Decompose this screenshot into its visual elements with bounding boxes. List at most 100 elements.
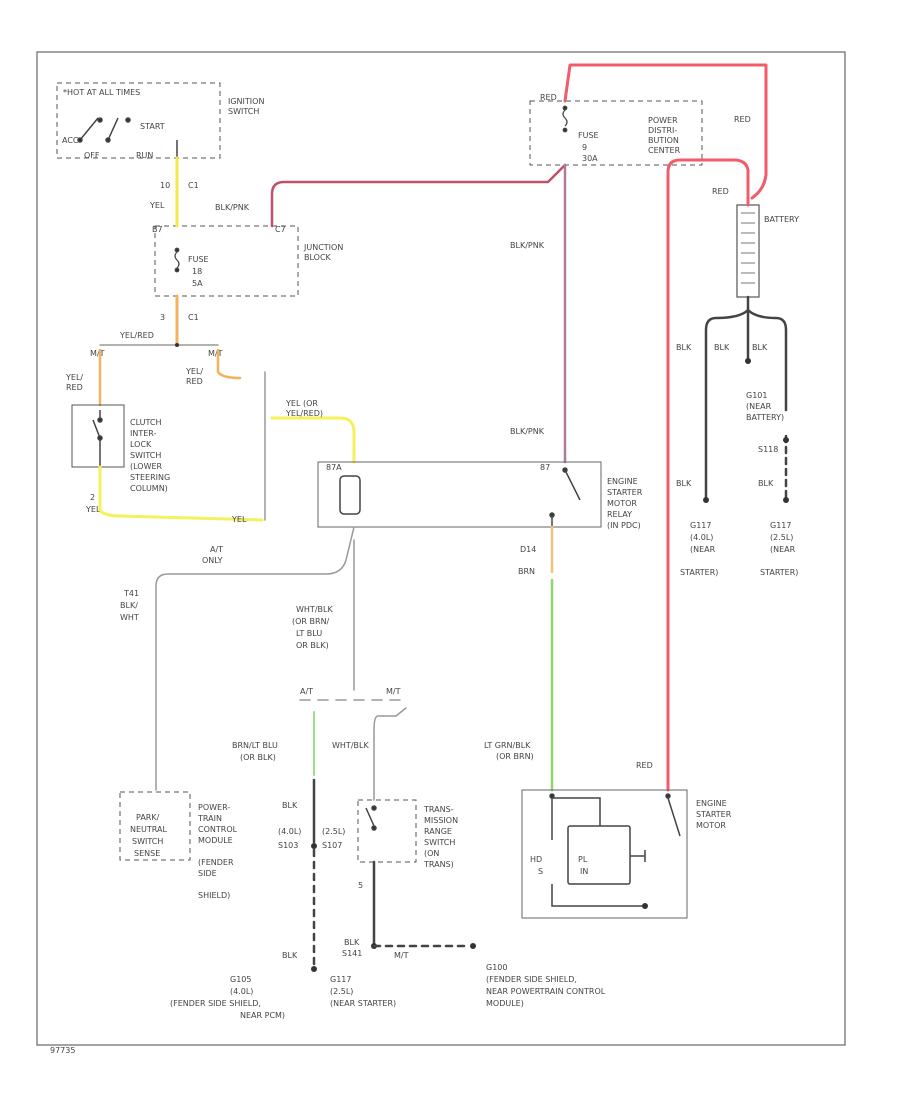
relay-name-3: MOTOR xyxy=(607,499,637,508)
clutch-label-2: INTER- xyxy=(130,429,157,438)
c1-pin-label: 10 xyxy=(160,181,170,190)
pdc-name-3: BUTION xyxy=(648,136,679,145)
jb-out-conn: C1 xyxy=(188,313,199,322)
relay-name-2: STARTER xyxy=(607,488,643,497)
trs-label-1: TRANS- xyxy=(423,805,454,814)
wire-blk-battery-ground-right xyxy=(746,308,788,412)
pn-label-4: SENSE xyxy=(134,849,160,858)
yel-wire-label-1: YEL xyxy=(149,201,165,210)
brnlt-label-1: BRN/LT BLU xyxy=(232,741,278,750)
blk-label-f: BLK xyxy=(282,801,298,810)
s118-label: S118 xyxy=(758,445,778,454)
motor-name-2: STARTER xyxy=(696,810,732,819)
diagram-reference-number: 97735 xyxy=(50,1046,75,1055)
mt-label-2: M/T xyxy=(208,349,223,358)
jb-fuse-label: FUSE xyxy=(188,255,209,264)
g117b-label-1: G117 xyxy=(770,521,791,530)
g117c-label-2: (2.5L) xyxy=(330,987,353,996)
trs-label-3: RANGE xyxy=(424,827,452,836)
relay-name-1: ENGINE xyxy=(607,477,638,486)
t41-label-2: BLK/ xyxy=(120,601,138,610)
c3-mt-label: M/T xyxy=(386,687,401,696)
clutch-pin-label: 2 xyxy=(90,493,95,502)
splice-label-40l: (4.0L) xyxy=(278,827,301,836)
jb-fuse-symbol xyxy=(174,247,180,273)
ground-g100 xyxy=(470,943,476,949)
pn-label-3: SWITCH xyxy=(132,837,163,846)
motor-hd-label: HD xyxy=(530,855,542,864)
g101-label-2: (NEAR xyxy=(746,402,772,411)
trs-pin-label: 5 xyxy=(358,881,363,890)
trs-label-4: SWITCH xyxy=(424,838,455,847)
clutch-interlock-switch-box xyxy=(71,404,125,468)
at-label-1: A/T xyxy=(210,545,223,554)
brnlt-label-2: (OR BLK) xyxy=(240,753,276,762)
ignition-off-label: OFF xyxy=(84,151,100,160)
starter-internal-wiring xyxy=(549,793,681,907)
g105-label-3: (FENDER SIDE SHIELD, xyxy=(170,999,261,1008)
whtblk-label-5: WHT/BLK xyxy=(332,741,369,750)
ground-g117-40l xyxy=(703,497,709,503)
blk-label-d: BLK xyxy=(676,479,692,488)
at-label-2: ONLY xyxy=(202,556,223,565)
blk-pnk-label-2: BLK/PNK xyxy=(510,241,545,250)
red-label-2: RED xyxy=(66,383,83,392)
yel-red-label-1: YEL/RED xyxy=(119,331,154,340)
ltgrn-label-2: (OR BRN) xyxy=(496,752,534,761)
g117a-label-1: G117 xyxy=(690,521,711,530)
g105-label-1: G105 xyxy=(230,975,251,984)
pn-label-2: NEUTRAL xyxy=(130,825,167,834)
ground-g105 xyxy=(311,966,317,972)
splice-label-25l: (2.5L) xyxy=(322,827,345,836)
motor-name-1: ENGINE xyxy=(696,799,727,808)
g117b-label-2: (2.5L) xyxy=(770,533,793,542)
splice-node-c2 xyxy=(175,343,179,347)
pdc-box xyxy=(529,100,703,166)
whtblk-label-4: OR BLK) xyxy=(296,641,329,650)
g117c-label-3: (NEAR STARTER) xyxy=(330,999,396,1008)
starter-motor-box xyxy=(521,789,688,919)
relay-contact-symbol xyxy=(549,467,581,527)
g100-label-3: NEAR POWERTRAIN CONTROL xyxy=(486,987,606,996)
t41-label-1: T41 xyxy=(123,589,139,598)
junction-block-name: JUNCTION xyxy=(303,243,343,252)
pn-label-1: PARK/ xyxy=(136,813,160,822)
ignition-acc-label: ACC xyxy=(62,136,79,145)
pdc-name-4: CENTER xyxy=(648,146,681,155)
pcm-label-1: POWER- xyxy=(198,803,230,812)
relay-name-4: RELAY xyxy=(607,510,632,519)
starter-relay-box xyxy=(317,461,602,528)
clutch-label-3: LOCK xyxy=(130,440,152,449)
jb-connector-label: B7 xyxy=(152,225,163,234)
blk-label-e: BLK xyxy=(758,479,774,488)
jb-fuse-number: 18 xyxy=(192,267,202,276)
ignition-start-label: START xyxy=(140,122,165,131)
s141-label: S141 xyxy=(342,949,362,958)
ignition-switch-symbol xyxy=(77,117,178,158)
g117a-label-2: (4.0L) xyxy=(690,533,713,542)
battery-cells xyxy=(741,212,755,284)
mt-label-3: M/T xyxy=(394,951,409,960)
pcm-label-7: SHIELD) xyxy=(198,891,230,900)
diagram-frame xyxy=(36,51,846,1046)
wire-blk-battery-ground-left xyxy=(704,295,750,499)
red-label-3: RED xyxy=(186,377,203,386)
pcm-label-3: CONTROL xyxy=(198,825,238,834)
g100-label-1: G100 xyxy=(486,963,507,972)
g117b-label-3: (NEAR xyxy=(770,545,796,554)
blk-pnk-label-1: BLK/PNK xyxy=(215,203,250,212)
battery-red-label: RED xyxy=(712,187,729,196)
trs-label-6: TRANS) xyxy=(423,860,454,869)
ltgrn-label-1: LT GRN/BLK xyxy=(484,741,531,750)
splice-label-s107: S107 xyxy=(322,841,342,850)
relay-coil xyxy=(339,475,361,515)
whtblk-label-3: LT BLU xyxy=(296,629,322,638)
g117c-label-1: G117 xyxy=(330,975,351,984)
red-top-label: RED xyxy=(734,115,751,124)
motor-in-label: IN xyxy=(580,867,588,876)
wire-whtblk-to-trs xyxy=(373,707,407,801)
whtblk-label-1: WHT/BLK xyxy=(296,605,333,614)
wire-blk-pnk-pdc-to-jb xyxy=(270,163,567,228)
clutch-label-6: STEERING xyxy=(130,473,170,482)
